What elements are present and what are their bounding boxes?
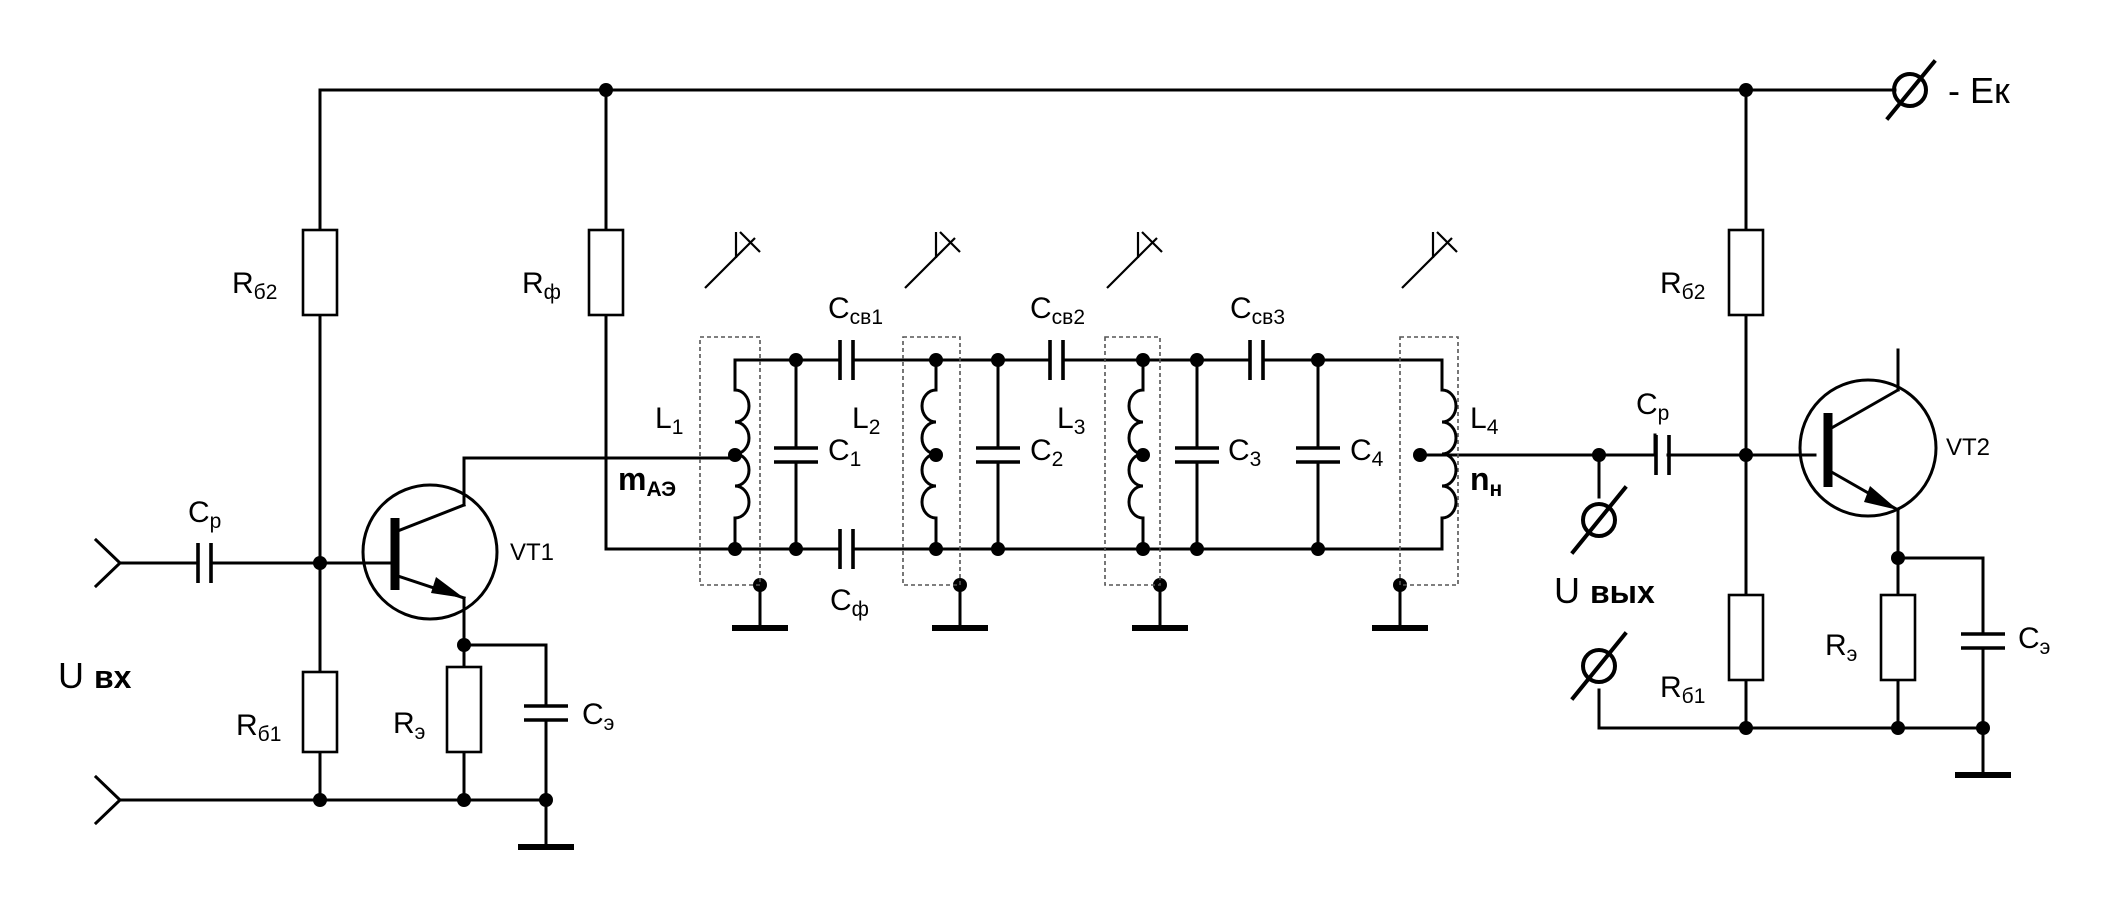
csv2-label: Cсв2 xyxy=(1030,292,1085,329)
csv1-label: Cсв1 xyxy=(828,292,883,329)
rf-resistor xyxy=(587,228,625,317)
stage2-rb2-label: Rб2 xyxy=(1660,267,1705,304)
coupling-capacitor-csv1 xyxy=(838,340,855,380)
supply-rail xyxy=(318,83,1897,97)
inductor-l1 xyxy=(733,388,751,520)
tuning-arrow-4 xyxy=(1401,231,1458,289)
stage1-re-resistor xyxy=(445,665,483,754)
stage1-re-label: Rэ xyxy=(393,707,425,744)
input-terminal-top xyxy=(93,537,123,589)
stage2-cp-label: Cр xyxy=(1636,388,1669,425)
l2-label: L2 xyxy=(852,402,880,439)
stage1-cp-label: Cр xyxy=(188,496,221,533)
stage2-coupling-capacitor xyxy=(1654,435,1671,475)
c4-label: C4 xyxy=(1350,434,1384,471)
tuning-arrow-2 xyxy=(904,231,961,289)
stage1-rb1-label: Rб1 xyxy=(236,709,281,746)
stage1-wiring xyxy=(118,88,737,850)
transistor-vt2 xyxy=(1798,378,1938,518)
capacitor-c2 xyxy=(976,446,1020,464)
rf-label: Rф xyxy=(522,267,561,304)
stage1-coupling-capacitor xyxy=(196,543,213,583)
tuning-arrow-3 xyxy=(1106,231,1163,289)
shield-box-1 xyxy=(699,336,761,586)
coupling-capacitor-csv3 xyxy=(1248,340,1265,380)
inductor-l3 xyxy=(1127,388,1145,520)
stage2-rb1-resistor xyxy=(1727,593,1765,682)
output-terminal-top xyxy=(1570,485,1628,555)
n-h-label: nн xyxy=(1470,461,1502,501)
vt1-label: VT1 xyxy=(510,539,554,566)
coupling-capacitor-csv2 xyxy=(1048,340,1065,380)
shield-box-4 xyxy=(1399,336,1459,586)
supply-label: - Ек xyxy=(1948,70,2010,111)
c3-label: C3 xyxy=(1228,434,1261,471)
cf-label: Cф xyxy=(830,584,869,621)
transistor-vt1 xyxy=(361,483,499,621)
stage2-re-label: Rэ xyxy=(1825,629,1857,666)
vt2-label: VT2 xyxy=(1946,434,1990,461)
stage2-emitter-capacitor xyxy=(1961,632,2005,650)
capacitor-c4 xyxy=(1296,446,1340,464)
stage2-rb2-resistor xyxy=(1727,228,1765,317)
stage1-emitter-capacitor xyxy=(524,704,568,722)
input-terminal-bottom xyxy=(93,774,123,826)
c1-label: C1 xyxy=(828,434,861,471)
shield-box-2 xyxy=(902,336,961,586)
l4-label: L4 xyxy=(1470,402,1499,439)
stage2-rb1-label: Rб1 xyxy=(1660,671,1705,708)
supply-terminal xyxy=(1885,59,1937,121)
stage1-rb2-label: Rб2 xyxy=(232,267,277,304)
stage1-rb1-resistor xyxy=(301,670,339,754)
stage2-re-resistor xyxy=(1879,593,1917,682)
m-ae-label: mАЭ xyxy=(618,461,676,501)
filter-capacitor-cf xyxy=(838,529,855,569)
stage1-rb2-resistor xyxy=(301,228,339,317)
stage1-ce-label: Cэ xyxy=(582,698,614,735)
csv3-label: Cсв3 xyxy=(1230,292,1285,329)
capacitor-c1 xyxy=(774,446,818,464)
capacitor-c3 xyxy=(1175,446,1219,464)
inductor-l2 xyxy=(920,388,938,520)
l1-label: L1 xyxy=(655,402,683,439)
tuning-arrow-1 xyxy=(704,231,761,289)
stage2-wiring xyxy=(1592,88,2011,778)
filter-wiring xyxy=(604,353,1657,631)
shield-box-3 xyxy=(1104,336,1161,586)
stage2-ce-label: Cэ xyxy=(2018,622,2050,659)
l3-label: L3 xyxy=(1057,402,1085,439)
inductor-l4 xyxy=(1440,388,1458,520)
output-terminal-bottom xyxy=(1570,631,1628,701)
c2-label: C2 xyxy=(1030,434,1063,471)
